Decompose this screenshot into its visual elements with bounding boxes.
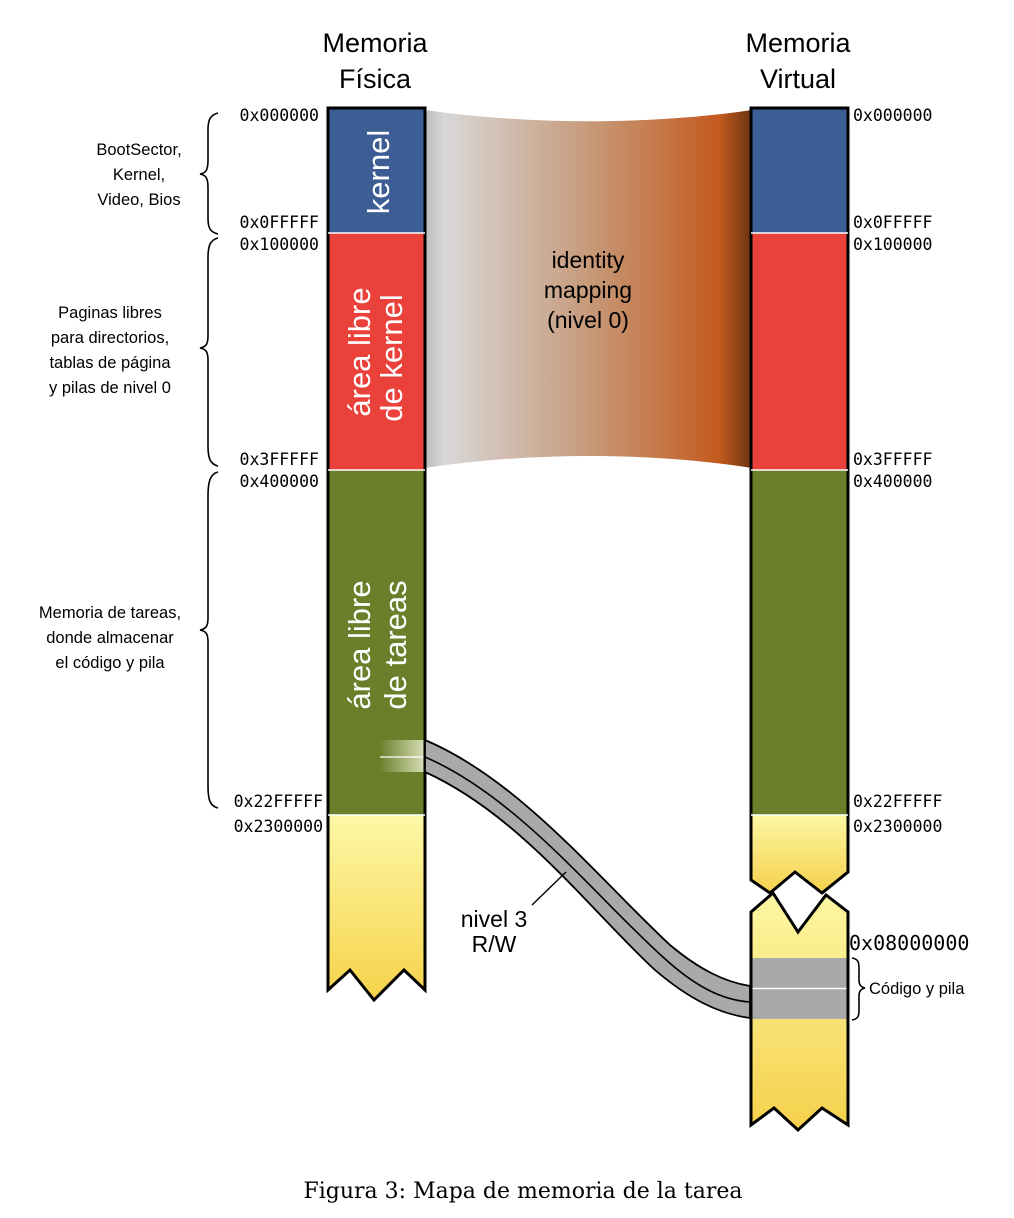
virtual-kernel-segment [751, 108, 848, 233]
virtual-kernel-free-segment [751, 233, 848, 470]
phys-addr-0x2300000: 0x2300000 [234, 817, 323, 836]
note-code-stack: Código y pila [869, 980, 965, 998]
identity-mapping-label-line1: identity [552, 247, 625, 273]
virt-addr-0x08000000: 0x08000000 [849, 931, 969, 955]
brace-tasks-region [199, 471, 219, 809]
task-mapping-band [424, 738, 751, 1020]
physical-high-memory-segment [328, 815, 425, 1000]
identity-mapping-band [425, 110, 752, 468]
virt-addr-0x3FFFFF: 0x3FFFFF [853, 450, 932, 469]
physical-title-line1: Memoria [322, 28, 428, 58]
kernel-free-label-line2: de kernel [374, 294, 409, 422]
identity-mapping-label-line3: (nivel 0) [547, 307, 629, 333]
physical-column-outline [326, 106, 427, 1003]
virtual-code-page [751, 958, 848, 988]
brace-boot-region [199, 112, 219, 235]
virtual-column-outline-bottom [749, 890, 850, 1133]
physical-kernel-segment [328, 108, 425, 233]
note-pages-line1: Paginas libres [58, 304, 162, 322]
virtual-title-line2: Virtual [760, 64, 836, 94]
virtual-title-line1: Memoria [745, 28, 851, 58]
task-mapping-label-line1: nivel 3 [461, 906, 527, 932]
note-tasks-line1: Memoria de tareas, [39, 604, 181, 622]
note-boot-line1: BootSector, [96, 141, 181, 159]
phys-addr-0x000000: 0x000000 [240, 106, 319, 125]
note-boot-line3: Video, Bios [97, 191, 180, 209]
phys-addr-0x400000: 0x400000 [240, 472, 319, 491]
task-mapping-label-leader [531, 871, 567, 906]
phys-addr-0x0FFFFF: 0x0FFFFF [240, 213, 319, 232]
virt-addr-0x22FFFFF: 0x22FFFFF [853, 792, 942, 811]
virtual-high-memory-segment-top [751, 815, 848, 893]
virt-addr-0x2300000: 0x2300000 [853, 817, 942, 836]
virt-addr-0x400000: 0x400000 [853, 472, 932, 491]
phys-addr-0x100000: 0x100000 [240, 235, 319, 254]
virt-addr-0x000000: 0x000000 [853, 106, 932, 125]
virt-addr-0x100000: 0x100000 [853, 235, 932, 254]
phys-addr-0x22FFFFF: 0x22FFFFF [234, 792, 323, 811]
tasks-free-label-line2: de tareas [378, 580, 413, 709]
note-boot-line2: Kernel, [113, 166, 165, 184]
identity-mapping-label-line2: mapping [544, 277, 632, 303]
virtual-memory-column [749, 106, 850, 1133]
figure-caption: Figura 3: Mapa de memoria de la tarea [303, 1179, 742, 1204]
kernel-segment-label: kernel [361, 130, 396, 214]
phys-addr-0x3FFFFF: 0x3FFFFF [240, 450, 319, 469]
tasks-free-label-line1: área libre [342, 580, 377, 709]
virtual-stack-page [751, 989, 848, 1019]
virt-addr-0x0FFFFF: 0x0FFFFF [853, 213, 932, 232]
note-pages-line3: tablas de página [49, 354, 171, 372]
kernel-free-label-line1: área libre [342, 287, 377, 416]
note-tasks-line2: donde almacenar [46, 629, 174, 647]
virtual-tasks-free-segment [751, 470, 848, 815]
physical-memory-column: kernel área libre de kernel área libre d… [326, 106, 427, 1003]
physical-task-page-highlight [380, 740, 425, 772]
brace-code-stack [851, 957, 866, 1021]
virtual-column-outline-top [749, 106, 850, 895]
brace-kernel-free-region [199, 237, 219, 467]
physical-kernel-free-segment [328, 233, 425, 470]
note-pages-line2: para directorios, [51, 329, 169, 347]
note-tasks-line3: el código y pila [55, 654, 165, 672]
note-pages-line4: y pilas de nivel 0 [49, 379, 171, 397]
physical-title-line2: Física [339, 64, 412, 94]
task-mapping-label-line2: R/W [472, 931, 517, 957]
